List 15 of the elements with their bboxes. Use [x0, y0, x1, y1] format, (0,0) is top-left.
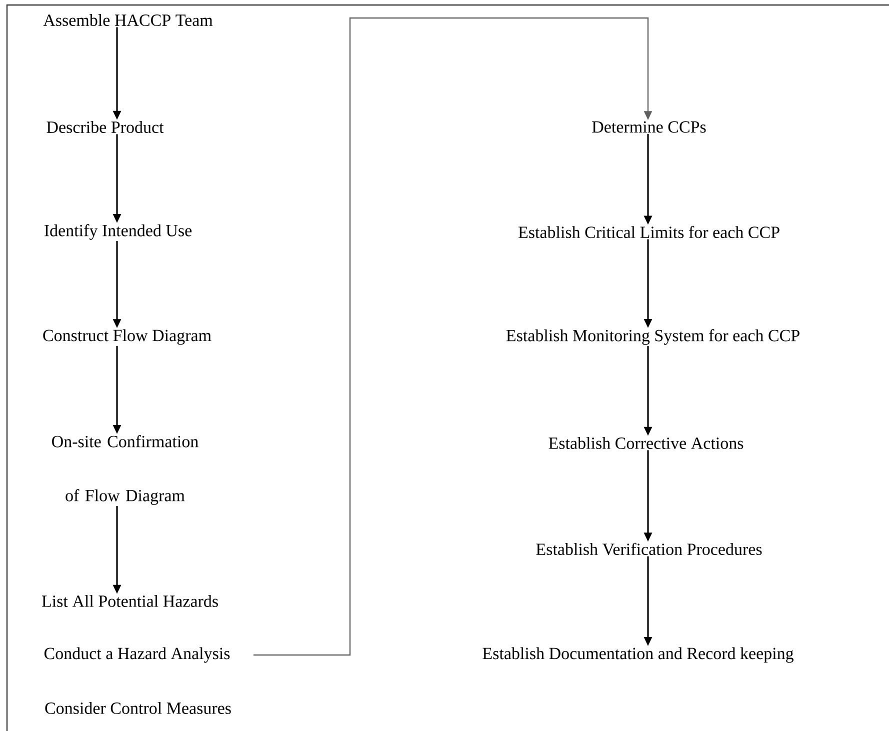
- step-text: Conduct a Hazard Analysis: [44, 647, 230, 663]
- step-text: Establish Monitoring System for each CCP: [506, 329, 800, 345]
- step-text: Construct Flow Diagram: [43, 329, 212, 345]
- step-text: On-site Confirmation of Flow Diagram: [52, 435, 198, 505]
- step-text: Determine CCPs: [592, 121, 706, 133]
- arrow: [253, 17, 652, 656]
- step-text: List All Potential Hazards: [42, 595, 218, 607]
- step-text: Establish Documentation and Record keeping: [482, 647, 794, 663]
- step-text: Assemble HACCP Team: [43, 14, 213, 26]
- step-text: Consider Control Measures: [45, 702, 231, 714]
- step-text: Establish Critical Limits for each CCP: [518, 226, 780, 238]
- step-text: Establish Verification Procedures: [536, 542, 762, 556]
- step-text: Establish Corrective Actions: [548, 437, 744, 449]
- step-text: Describe Product: [46, 121, 164, 133]
- step-text: Identify Intended Use: [44, 224, 192, 240]
